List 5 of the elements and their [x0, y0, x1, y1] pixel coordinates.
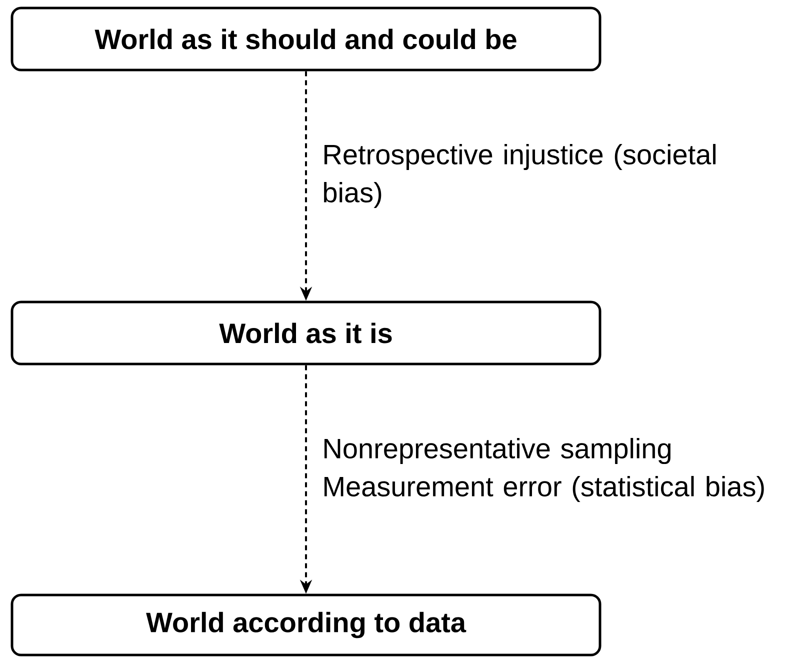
- edge-label: Retrospective injustice (societal bias): [324, 144, 716, 208]
- process-box: World according to data: [10, 594, 602, 656]
- process-box: World as it should and could be: [10, 6, 602, 72]
- process-box: World as it is: [10, 300, 602, 366]
- edge-label: Nonrepresentative sampling Measurement error (statistical bias): [324, 438, 764, 502]
